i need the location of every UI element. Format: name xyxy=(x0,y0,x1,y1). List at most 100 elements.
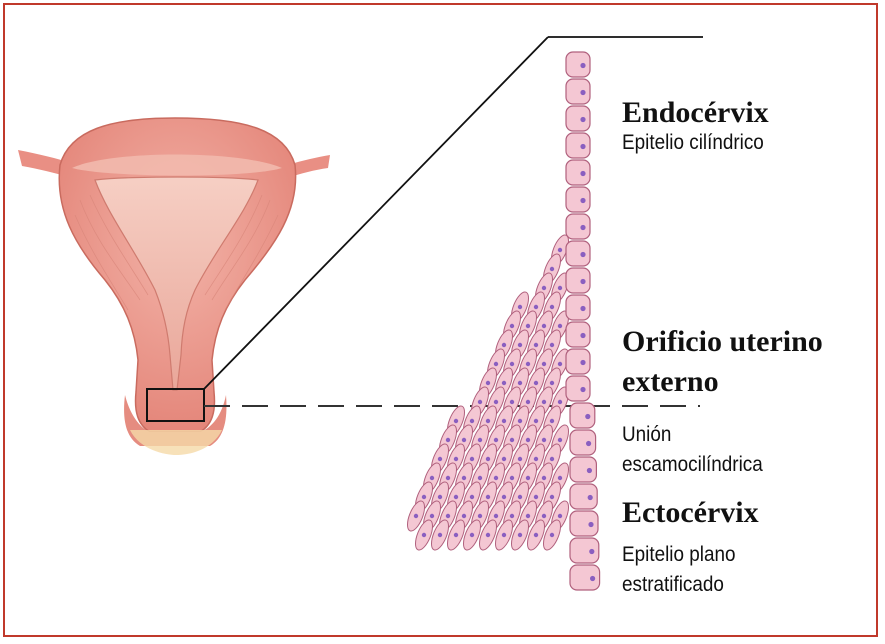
ectocervix-title: Ectocérvix xyxy=(622,496,759,530)
cell-nucleus xyxy=(510,362,514,366)
cell-nucleus xyxy=(526,514,530,518)
cell-nucleus xyxy=(502,381,506,385)
cell-nucleus xyxy=(454,533,458,537)
cell-nucleus xyxy=(422,533,426,537)
cell-nucleus xyxy=(550,495,554,499)
columnar-cell xyxy=(570,511,598,536)
columnar-cell xyxy=(570,430,596,455)
cell-nucleus xyxy=(446,514,450,518)
cell-nucleus xyxy=(526,400,530,404)
cell-nucleus xyxy=(580,306,585,311)
cell-nucleus xyxy=(542,400,546,404)
cell-nucleus xyxy=(470,495,474,499)
orificio-line1: Orificio uterino xyxy=(622,322,823,362)
cell-nucleus xyxy=(462,476,466,480)
cell-nucleus xyxy=(502,419,506,423)
columnar-cell xyxy=(566,268,590,293)
cell-nucleus xyxy=(510,438,514,442)
cell-nucleus xyxy=(454,419,458,423)
cell-nucleus xyxy=(558,514,562,518)
cell-nucleus xyxy=(470,419,474,423)
cell-nucleus xyxy=(580,117,585,122)
cell-nucleus xyxy=(550,267,554,271)
columnar-cell xyxy=(570,484,597,509)
ectocervix-subtitle-line1: Epitelio plano xyxy=(622,540,735,570)
columnar-cell xyxy=(566,349,590,374)
cell-nucleus xyxy=(494,400,498,404)
cell-nucleus xyxy=(580,333,585,338)
columnar-cell xyxy=(566,52,590,77)
cell-nucleus xyxy=(588,522,593,527)
cell-nucleus xyxy=(494,438,498,442)
cell-nucleus xyxy=(486,533,490,537)
cell-nucleus xyxy=(580,360,585,365)
cell-nucleus xyxy=(580,225,585,230)
cell-nucleus xyxy=(585,414,590,419)
cell-nucleus xyxy=(438,495,442,499)
cell-nucleus xyxy=(438,533,442,537)
cell-nucleus xyxy=(518,343,522,347)
cell-nucleus xyxy=(534,457,538,461)
cell-nucleus xyxy=(518,305,522,309)
cell-nucleus xyxy=(470,533,474,537)
cell-nucleus xyxy=(580,252,585,257)
columnar-cell xyxy=(566,295,590,320)
columnar-cell xyxy=(570,565,600,590)
cell-nucleus xyxy=(542,286,546,290)
cell-nucleus xyxy=(526,476,530,480)
endocervix-subtitle: Epitelio cilíndrico xyxy=(622,128,764,158)
cell-nucleus xyxy=(494,362,498,366)
cell-nucleus xyxy=(558,400,562,404)
cell-nucleus xyxy=(518,381,522,385)
cell-nucleus xyxy=(502,495,506,499)
union-line2: escamocilíndrica xyxy=(622,450,763,480)
cell-nucleus xyxy=(518,495,522,499)
cell-nucleus xyxy=(422,495,426,499)
cell-nucleus xyxy=(462,438,466,442)
cell-nucleus xyxy=(586,441,591,446)
cell-nucleus xyxy=(580,171,585,176)
cell-nucleus xyxy=(558,324,562,328)
cell-nucleus xyxy=(589,549,594,554)
cell-nucleus xyxy=(518,533,522,537)
cell-nucleus xyxy=(486,457,490,461)
cell-nucleus xyxy=(478,400,482,404)
cell-nucleus xyxy=(550,381,554,385)
cell-nucleus xyxy=(510,400,514,404)
cell-nucleus xyxy=(454,457,458,461)
columnar-cell xyxy=(566,187,590,212)
cell-nucleus xyxy=(502,343,506,347)
cell-nucleus xyxy=(470,457,474,461)
cell-nucleus xyxy=(587,468,592,473)
columnar-cell xyxy=(566,106,590,131)
union-line1: Unión xyxy=(622,420,763,450)
cell-nucleus xyxy=(462,514,466,518)
cell-nucleus xyxy=(542,514,546,518)
squamous-epithelium xyxy=(404,233,572,553)
columnar-cell xyxy=(566,79,590,104)
cell-nucleus xyxy=(534,381,538,385)
columnar-cell xyxy=(566,133,590,158)
columnar-cell xyxy=(570,538,599,563)
orificio-label: Orificio uterino externo xyxy=(622,322,823,402)
cell-nucleus xyxy=(580,63,585,68)
cell-nucleus xyxy=(510,476,514,480)
cell-nucleus xyxy=(494,514,498,518)
cell-nucleus xyxy=(526,362,530,366)
cell-nucleus xyxy=(580,90,585,95)
cell-nucleus xyxy=(558,362,562,366)
cell-nucleus xyxy=(502,533,506,537)
cell-nucleus xyxy=(478,476,482,480)
cell-nucleus xyxy=(558,286,562,290)
cell-nucleus xyxy=(550,419,554,423)
cell-nucleus xyxy=(542,324,546,328)
columnar-cell xyxy=(566,214,590,239)
cell-nucleus xyxy=(558,438,562,442)
endocervix-title: Endocérvix xyxy=(622,96,769,130)
cell-nucleus xyxy=(580,144,585,149)
cell-nucleus xyxy=(580,279,585,284)
cell-nucleus xyxy=(454,495,458,499)
cell-nucleus xyxy=(534,533,538,537)
cell-nucleus xyxy=(542,438,546,442)
columnar-epithelium xyxy=(566,52,600,590)
